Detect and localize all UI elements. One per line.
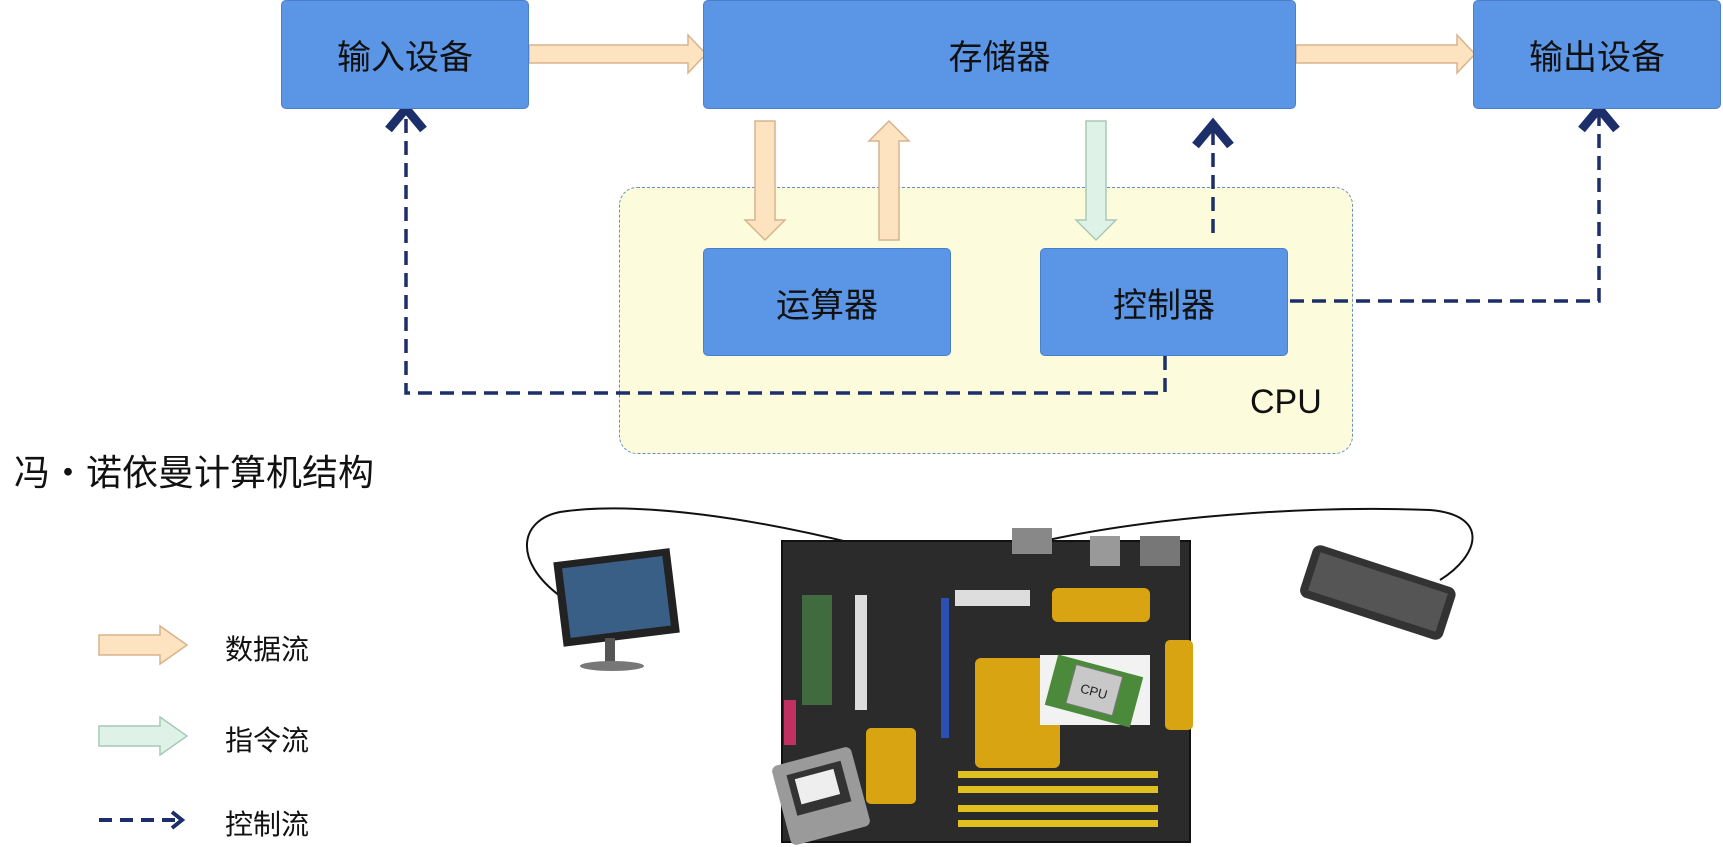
- output-device-box: 输出设备: [1473, 0, 1721, 109]
- data-arrow-alu-to-memory: [867, 119, 911, 241]
- svg-text:CPU: CPU: [1079, 681, 1109, 703]
- control-line-controller-to-input: [385, 101, 1167, 395]
- data-arrow-memory-to-alu: [743, 120, 787, 242]
- legend-instruction-flow-label: 指令流: [225, 724, 310, 757]
- alu-box: 运算器: [703, 248, 951, 356]
- cpu-label: CPU: [1250, 383, 1322, 421]
- monitor-icon: [553, 548, 680, 671]
- keyboard-cable: [1047, 507, 1474, 581]
- legend-data-flow-icon: [98, 624, 189, 666]
- monitor-cable: [526, 507, 861, 597]
- instruction-arrow-memory-to-controller: [1074, 120, 1118, 242]
- legend-data-flow-label: 数据流: [225, 633, 310, 666]
- motherboard-icon: [781, 528, 1193, 843]
- controller-box: 控制器: [1040, 248, 1288, 356]
- hard-disk-icon: [772, 747, 870, 845]
- legend-control-flow-label: 控制流: [225, 808, 310, 841]
- cpu-chip-icon: CPU: [1044, 654, 1144, 728]
- data-arrow-memory-to-output: [1295, 33, 1477, 75]
- memory-box: 存储器: [703, 0, 1296, 109]
- legend-instruction-flow-icon: [98, 715, 189, 757]
- keyboard-icon: [1300, 545, 1456, 640]
- control-line-controller-to-output: [1290, 101, 1620, 303]
- input-device-box: 输入设备: [281, 0, 529, 109]
- data-arrow-input-to-memory: [528, 33, 708, 75]
- diagram-caption: 冯・诺依曼计算机结构: [14, 453, 375, 494]
